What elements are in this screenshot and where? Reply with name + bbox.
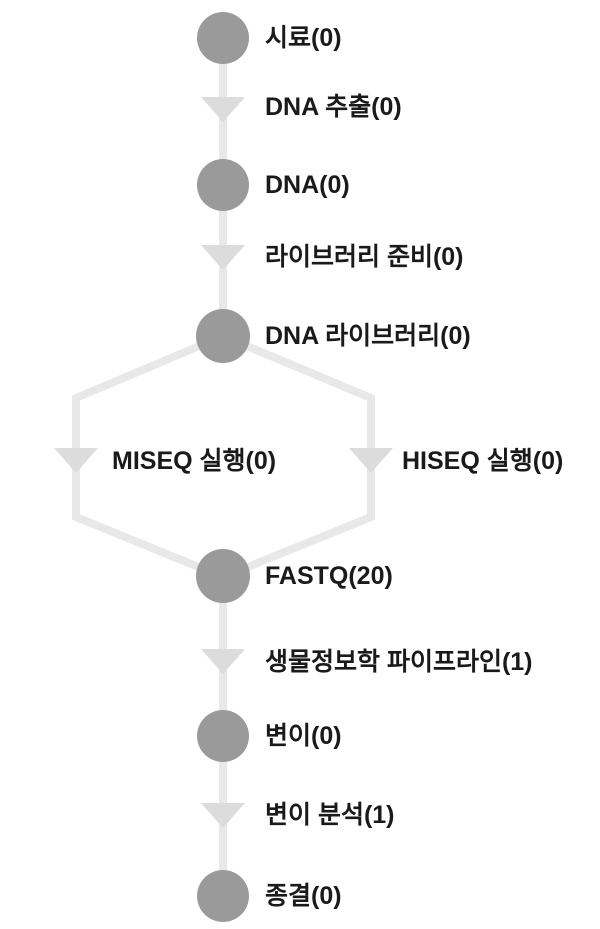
arrowhead-variant-analysis (201, 803, 245, 828)
arrowhead-hiseq-run (349, 448, 393, 473)
arrowhead-library-prep (201, 245, 245, 270)
node-variants-label[interactable]: 변이(0) (265, 722, 342, 750)
nodes-layer: 시료(0) DNA(0) DNA 라이브러리(0) FASTQ(20) 변이(0… (196, 12, 471, 922)
node-dna-label[interactable]: DNA(0) (265, 171, 350, 199)
arrowhead-bioinformatics-pipeline (201, 649, 245, 674)
step-label-library-prep[interactable]: 라이브러리 준비(0) (265, 243, 464, 271)
arrowhead-miseq-run (54, 448, 98, 473)
node-dna-circle[interactable] (197, 159, 249, 211)
arrowheads-layer (54, 97, 393, 828)
arrowhead-dna-extraction (201, 97, 245, 122)
node-variants-circle[interactable] (197, 710, 249, 762)
step-labels-layer: DNA 추출(0) 라이브러리 준비(0) MISEQ 실행(0) HISEQ … (112, 93, 563, 829)
node-dna-library-label[interactable]: DNA 라이브러리(0) (265, 322, 471, 350)
step-label-miseq-run[interactable]: MISEQ 실행(0) (112, 447, 276, 475)
node-sample-label[interactable]: 시료(0) (265, 24, 342, 52)
step-label-hiseq-run[interactable]: HISEQ 실행(0) (402, 447, 563, 475)
step-label-variant-analysis[interactable]: 변이 분석(1) (265, 801, 395, 829)
node-fastq-circle[interactable] (196, 549, 250, 603)
node-sample-circle[interactable] (197, 12, 249, 64)
step-label-bioinformatics-pipeline[interactable]: 생물정보학 파이프라인(1) (265, 648, 533, 676)
node-termination-label[interactable]: 종결(0) (265, 882, 342, 910)
node-dna-library-circle[interactable] (196, 309, 250, 363)
step-label-dna-extraction[interactable]: DNA 추출(0) (265, 93, 402, 121)
node-termination-circle[interactable] (197, 870, 249, 922)
node-fastq-label[interactable]: FASTQ(20) (265, 562, 393, 590)
